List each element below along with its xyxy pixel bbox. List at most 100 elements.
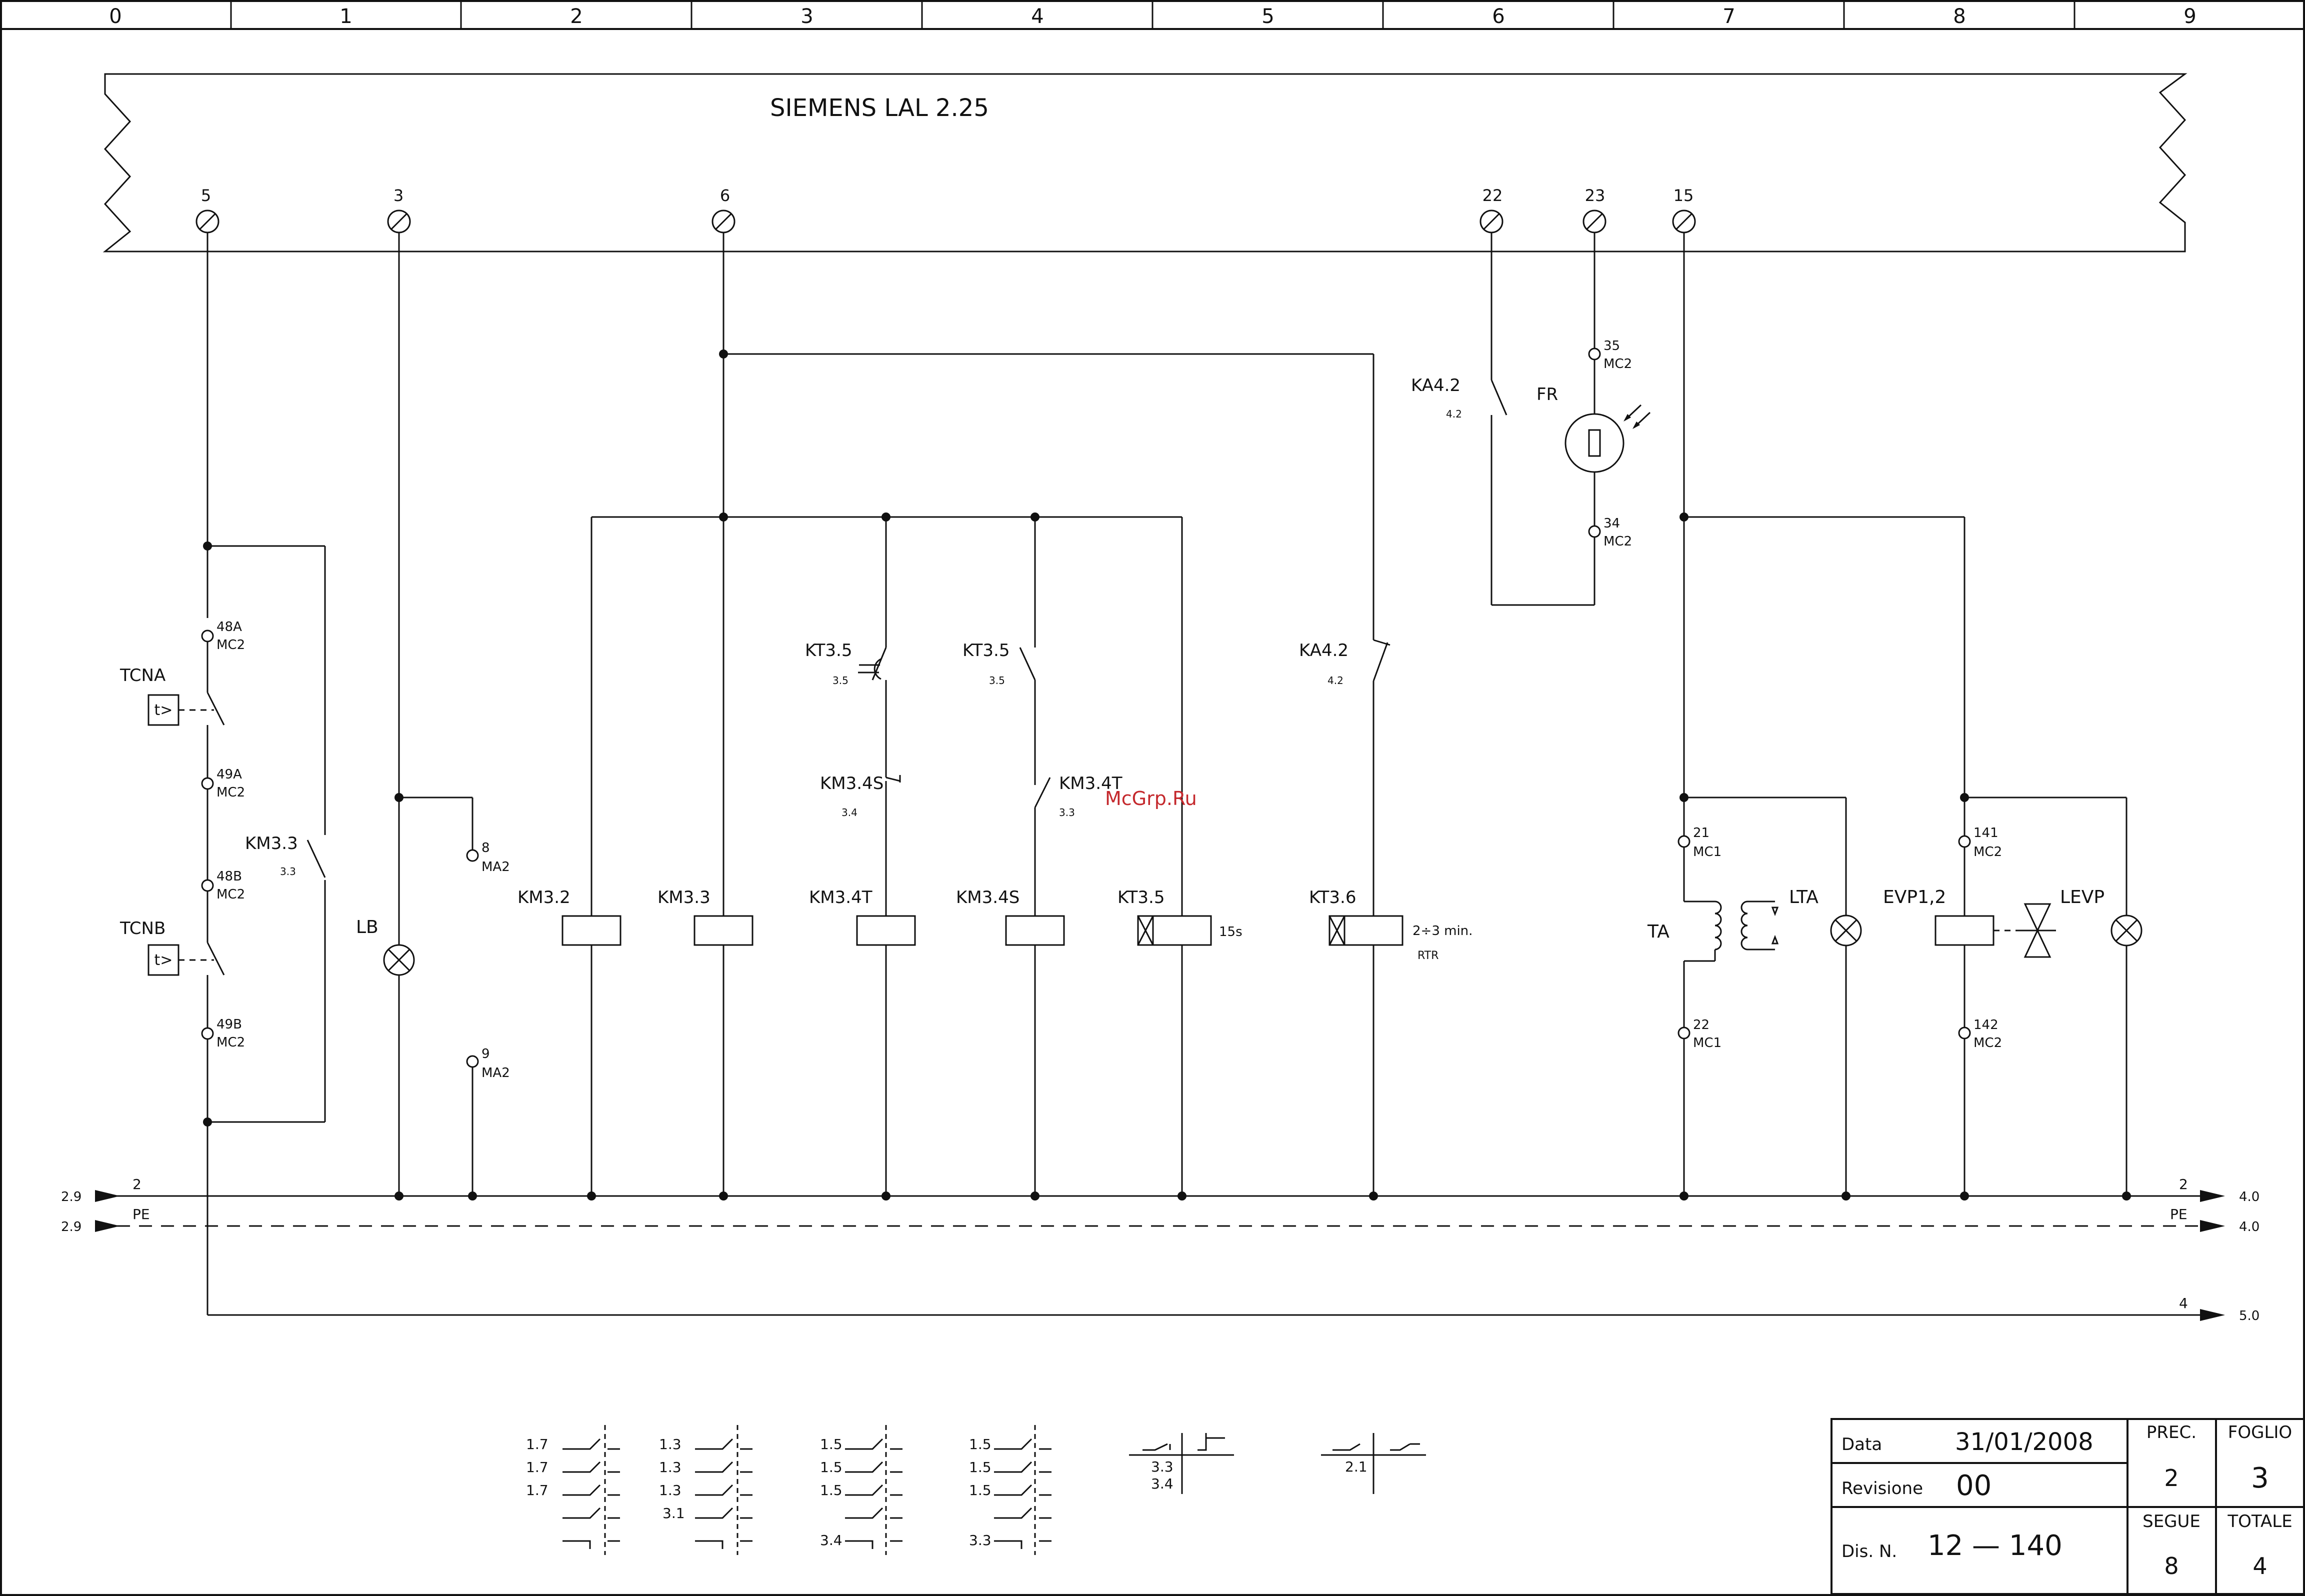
kt35-contact-b-ref: 3.5 [989, 674, 1005, 686]
terminal-9 [466, 1055, 479, 1068]
xref-label: 2.1 [1345, 1458, 1368, 1475]
xref-label: 1.3 [659, 1482, 682, 1498]
xref-group-km32: 1.7 1.7 1.7 [526, 1425, 620, 1555]
segue-value: 8 [2164, 1552, 2178, 1580]
xref-group-km33: 1.3 1.3 1.3 3.1 [659, 1425, 752, 1555]
terminal-sub: MA2 [482, 860, 510, 874]
terminal-sub: MC2 [1974, 844, 2002, 860]
ignition-valve-branch: TA 21 MC1 22 MC1 LTA EVP1,2 LEVP 141 MC2… [1647, 232, 2142, 1196]
rail-pe: 2.9 PE PE 4.0 [61, 1206, 2260, 1234]
terminal-8 [466, 849, 479, 862]
km34s-contact-ref: 3.4 [842, 806, 858, 818]
terminal-label: 9 [482, 1046, 490, 1062]
coil-km32: KM3.2 [518, 888, 622, 1196]
rail-2-left-ref: 2.9 [61, 1190, 82, 1204]
xref-label: 3.1 [662, 1505, 685, 1522]
coil-km33: KM3.3 [658, 888, 754, 1196]
tcna-contact [206, 692, 225, 726]
terminal-15: 15 [1672, 186, 1696, 234]
terminal-label: 141 [1974, 826, 1998, 840]
title-block: Data 31/01/2008 Revisione 00 Dis. N. 12 … [1830, 1418, 2305, 1595]
xref-label: 1.7 [526, 1459, 548, 1476]
tcnb-contact [206, 942, 225, 976]
ka42-no-contact [1490, 380, 1508, 416]
coil-km34t: KM3.4T [809, 888, 916, 1196]
totale-value: 4 [2252, 1552, 2267, 1580]
terminal-49b [201, 1027, 214, 1040]
terminal-5: 5 [196, 186, 220, 234]
xref-label: 1.5 [820, 1459, 842, 1476]
ta-label: TA [1647, 922, 1670, 942]
km34t-contact-label: KM3.4T [1059, 774, 1122, 794]
terminal-label: 3 [394, 186, 404, 205]
terminal-3: 3 [387, 186, 411, 234]
terminal-label: 48B [216, 869, 242, 884]
terminal-label: 35 [1604, 338, 1620, 354]
drawing-no-label: Dis. N. [1842, 1542, 1897, 1562]
terminal-label: 142 [1974, 1018, 1998, 1032]
revision-value: 00 [1956, 1470, 1992, 1502]
xref-group-km34s: 1.5 1.5 1.5 3.3 [969, 1425, 1052, 1555]
ka42-nc-contact [1372, 642, 1388, 682]
column-number: 5 [1262, 5, 1274, 28]
rail-4: 4 5.0 [2179, 1295, 2260, 1324]
lta-lamp [1830, 914, 1862, 946]
foglio-value: 3 [2251, 1462, 2269, 1494]
coil-network: KT3.5 3.5 KM3.4S 3.4 KT3.5 3.5 KM3.4T 3.… [518, 232, 1472, 1196]
levp-label: LEVP [2060, 887, 2104, 908]
lta-label: LTA [1789, 887, 1818, 908]
terminal-label: 23 [1585, 186, 1606, 205]
terminal-label: 15 [1674, 186, 1694, 205]
terminal-sub: MC2 [216, 887, 245, 902]
ka42-mid-label: KA4.2 [1299, 640, 1348, 660]
terminal-label: 21 [1693, 826, 1710, 840]
xref-label: 1.5 [969, 1482, 992, 1498]
xref-label: 1.5 [969, 1459, 992, 1476]
xref-group-kt36: 2.1 [1321, 1433, 1426, 1494]
column-number: 9 [2184, 5, 2196, 28]
tcn-branch: t> TCNA t> TCNB 48A MC2 49A MC2 48B MC2 … [120, 232, 2210, 1316]
totale-label: TOTALE [2227, 1512, 2292, 1532]
terminal-sub: MC2 [1604, 356, 1632, 372]
coil-label: KM3.3 [658, 888, 710, 908]
column-number: 4 [1031, 5, 1044, 28]
foglio-label: FOGLIO [2228, 1422, 2292, 1442]
kt35-time: 15s [1219, 924, 1242, 940]
ka42-top-label: KA4.2 [1411, 376, 1460, 396]
terminal-sub: MC1 [1693, 1036, 1722, 1050]
controller-title: SIEMENS LAL 2.25 [770, 94, 989, 122]
controller-terminals: 5 3 6 22 23 15 [196, 186, 1696, 234]
terminal-label: 49B [216, 1017, 242, 1032]
prec-label: PREC. [2146, 1422, 2196, 1442]
rail-pe-name: PE [132, 1206, 150, 1222]
terminal-label: 22 [1482, 186, 1503, 205]
xref-label: 1.3 [659, 1459, 682, 1476]
coil-km34s: KM3.4S [956, 888, 1065, 1196]
tcnb-label: TCNB [120, 918, 166, 938]
xref-group-kt35: 3.3 3.4 [1129, 1433, 1234, 1494]
coil-label: KM3.2 [518, 888, 570, 908]
fr-label: FR [1536, 384, 1558, 404]
coil-label: KM3.4T [809, 888, 872, 908]
kt36-time: 2÷3 min. [1412, 924, 1472, 938]
coil-label: KT3.5 [1118, 888, 1165, 908]
lb-lamp [383, 944, 415, 976]
column-number: 1 [340, 5, 352, 28]
prec-value: 2 [2164, 1464, 2178, 1492]
evp-coil [1934, 915, 1994, 946]
column-number: 0 [109, 5, 122, 28]
terminal-sub: MC2 [216, 638, 245, 652]
date-value: 31/01/2008 [1955, 1428, 2094, 1456]
segue-label: SEGUE [2142, 1512, 2200, 1532]
terminal-sub: MC2 [1604, 534, 1632, 549]
rail-pe-left-ref: 2.9 [61, 1220, 82, 1234]
revision-label: Revisione [1842, 1478, 1923, 1498]
xref-label: 3.3 [1151, 1458, 1174, 1475]
xref-label: 1.7 [526, 1436, 548, 1452]
xref-group-km34t: 1.5 1.5 1.5 3.4 [820, 1425, 902, 1555]
rail-pe-right-ref: 4.0 [2239, 1220, 2260, 1234]
valve-symbol [2019, 903, 2056, 958]
column-number: 8 [1953, 5, 1966, 28]
rail-2-name-right: 2 [2179, 1176, 2188, 1192]
